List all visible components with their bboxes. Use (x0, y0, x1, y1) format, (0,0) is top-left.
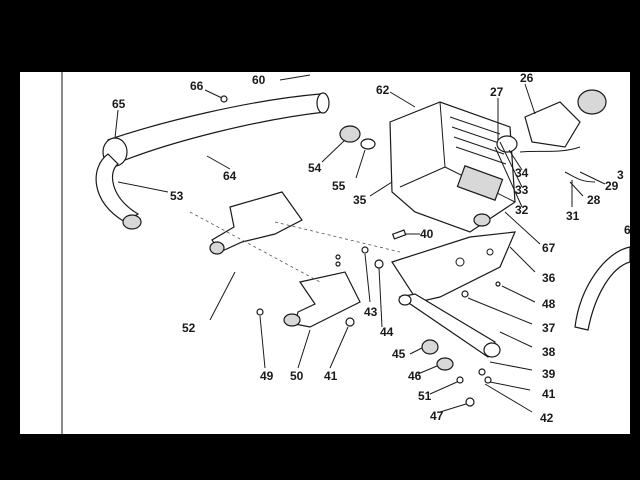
callout-label: 32 (515, 203, 529, 217)
callout-label: 49 (260, 369, 274, 383)
callout-label: 67 (542, 241, 556, 255)
muffler (95, 92, 330, 230)
callout-label: 62 (376, 83, 390, 97)
mount-bracket (398, 293, 501, 358)
callout-label: 48 (542, 297, 556, 311)
clip-51 (256, 308, 264, 316)
callout-label: 39 (542, 367, 556, 381)
callout-labels: 66 60 65 62 27 26 64 54 55 53 35 34 33 32 31 28 293 67 40 3… (112, 72, 630, 425)
callout-label: 31 (566, 209, 580, 223)
spring-50 (345, 317, 355, 327)
washer-44 (374, 259, 384, 269)
assembly-line (274, 221, 401, 253)
assembly-line (189, 211, 321, 283)
exploded-parts-diagram: 66 60 65 62 27 26 64 54 55 53 35 34 33 32 31 28 293 67 40 3… (61, 72, 630, 434)
rubber-mounts (421, 339, 492, 407)
callout-label: 35 (353, 193, 367, 207)
callout-label: 26 (520, 72, 534, 85)
callout-label: 3 (617, 168, 624, 182)
stud-66 (220, 95, 228, 103)
callout-label: 43 (364, 305, 378, 319)
callout-label: 41 (324, 369, 338, 383)
callout-label: 42 (540, 411, 554, 425)
callout-label: 53 (170, 189, 184, 203)
exhaust-manifold-lower (283, 271, 361, 328)
callout-label: 66 (190, 79, 204, 93)
callout-label: 51 (418, 389, 432, 403)
callout-label: 50 (290, 369, 304, 383)
callout-label: 47 (430, 409, 444, 423)
bolt-43 (361, 246, 369, 254)
mounting-plate (391, 231, 516, 303)
callout-label: 36 (542, 271, 556, 285)
callout-label: 54 (308, 161, 322, 175)
callout-label: 65 (112, 97, 126, 111)
callout-label: 27 (490, 85, 504, 99)
callout-label: 46 (408, 369, 422, 383)
callout-label: 37 (542, 321, 556, 335)
stud (335, 254, 341, 260)
callout-label: 6 (624, 223, 630, 237)
callout-label: 60 (252, 73, 266, 87)
callout-label: 55 (332, 179, 346, 193)
bolt-40 (391, 229, 407, 240)
callout-label: 38 (542, 345, 556, 359)
callout-label: 44 (380, 325, 394, 339)
callout-label: 52 (182, 321, 196, 335)
callout-label: 34 (515, 166, 529, 180)
callout-label: 64 (223, 169, 237, 183)
callout-label: 33 (515, 183, 529, 197)
callout-label: 29 (605, 179, 619, 193)
nut-37 (461, 290, 469, 298)
callout-label: 40 (420, 227, 434, 241)
exhaust-manifold-upper (209, 191, 303, 255)
callout-label: 41 (542, 387, 556, 401)
stud (335, 261, 341, 267)
leader-lines (114, 74, 606, 413)
screw-48 (495, 281, 501, 287)
carburetor-assembly (496, 89, 607, 183)
callout-label: 28 (587, 193, 601, 207)
spring-54 (339, 125, 376, 150)
engine-block (389, 101, 516, 233)
drive-belt (574, 246, 630, 331)
callout-label: 45 (392, 347, 406, 361)
